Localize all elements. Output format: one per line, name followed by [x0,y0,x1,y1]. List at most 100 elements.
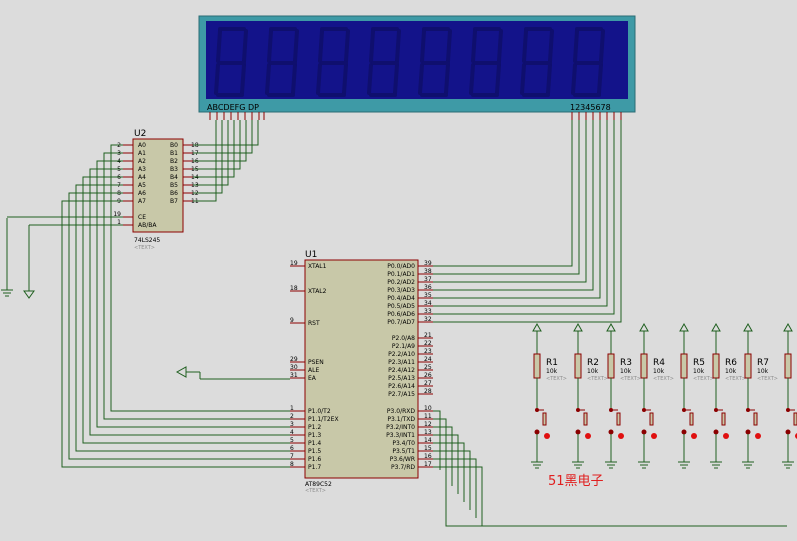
vcc-arrow-icon [711,322,721,332]
resistor-r4[interactable] [640,353,648,379]
u2-pin-name: AB/BA [138,222,157,229]
resistor-r8[interactable] [784,353,792,379]
resistor-value: 10k [620,368,632,375]
watermark: 51黑电子 [548,474,604,489]
vcc-arrow-icon [573,322,583,332]
vcc-arrow-icon [743,322,753,332]
vcc-arrow-icon [783,322,793,332]
resistor-text: <TEXT> [546,376,567,382]
u1-pin-num: 31 [290,372,298,379]
u2-pin-name: B4 [170,174,178,181]
seven-segment-display[interactable]: ABCDEFG DP 12345678 [198,15,636,120]
u1-pin-num: 7 [290,453,294,460]
u1-pin-name: P0.4/AD4 [387,295,415,302]
push-button-2[interactable] [575,408,592,439]
u1-part: AT89C52 [305,481,332,488]
vcc-arrow-icon [679,322,689,332]
resistor-r1[interactable] [533,353,541,379]
u2-text: <TEXT> [134,245,155,251]
ea-arrow-icon [175,366,290,380]
u1-pin-name: P2.6/A14 [388,383,415,390]
digit-6 [469,27,503,97]
u1-pin-name: P3.6/WR [390,456,415,463]
push-button-6[interactable] [713,408,730,439]
u1-pin-num: 11 [424,413,432,420]
ground-symbol [1,218,13,297]
u1-pin-name: P0.5/AD5 [387,303,415,310]
u1-pin-num: 13 [424,429,432,436]
resistor-text: <TEXT> [757,376,778,382]
u1-pin-name: EA [308,375,317,382]
push-button-1[interactable] [534,408,551,439]
u1-pin-name: XTAL1 [308,263,327,270]
resistor-r7[interactable] [744,353,752,379]
vcc-arrow-icon [606,322,616,332]
u1-pin-num: 25 [424,364,432,371]
push-button-4[interactable] [641,408,658,439]
u2-pin-name: CE [138,214,146,221]
resistor-value: 10k [546,368,558,375]
push-button-7[interactable] [745,408,762,439]
digit-5 [418,27,452,97]
u1-pin-name: PSEN [308,359,324,366]
resistor-value: 10k [587,368,599,375]
u1-pin-num: 19 [290,260,298,267]
power-arrow-icon [23,225,35,299]
resistor-text: <TEXT> [620,376,641,382]
resistor-r3[interactable] [607,353,615,379]
u2-pin-num: 19 [113,211,121,218]
u1-pin-name: P0.0/AD0 [387,263,415,270]
u1-pin-name: P3.1/TXD [387,416,415,423]
resistor-ref: R5 [693,358,705,368]
push-button-3[interactable] [608,408,625,439]
display-pins [209,112,622,120]
u2-pin-name: A7 [138,198,146,205]
u1-pin-num: 3 [290,421,294,428]
display-panel [206,21,628,99]
u1-pin-name: P1.5 [308,448,321,455]
u1-pin-num: 9 [290,317,294,324]
push-button-5[interactable] [681,408,698,439]
u2-pin-name: B0 [170,142,178,149]
u1-pin-num: 14 [424,437,432,444]
resistor-r5[interactable] [680,353,688,379]
u1-pin-num: 6 [290,445,294,452]
resistor-ref: R2 [587,358,599,368]
u1-pin-name: P3.7/RD [391,464,415,471]
u1-pin-name: P3.0/RXD [387,408,415,415]
u1-pin-num: 4 [290,429,294,436]
u1-pin-num: 1 [290,405,294,412]
resistor-r2[interactable] [574,353,582,379]
u2-pin-name: A2 [138,158,146,165]
u2-pin-name: B3 [170,166,178,173]
u1-pin-name: P0.1/AD1 [387,271,415,278]
u1-pin-name: P2.5/A13 [388,375,415,382]
u1-pin-name: RST [308,320,320,327]
key-cell-8: R810k<TEXT> [782,322,797,469]
u1-pin-name: P1.0/T2 [308,408,331,415]
vcc-arrow-icon [639,322,649,332]
resistor-value: 10k [693,368,705,375]
wires [7,120,787,527]
u1-pin-name: P2.3/A11 [388,359,415,366]
u1-pin-num: 5 [290,437,294,444]
u1-pin-name: P3.3/INT1 [386,432,415,439]
push-button-8[interactable] [785,408,797,439]
resistor-r6[interactable] [712,353,720,379]
resistor-ref: R7 [757,358,769,368]
u1-pin-num: 32 [424,316,432,323]
u1-pin-num: 18 [290,285,298,292]
u2-part: 74LS245 [134,237,160,244]
u1-pin-num: 39 [424,260,432,267]
u2-pin-name: B5 [170,182,178,189]
u1-pin-name: P1.7 [308,464,321,471]
u1-pin-name: P2.0/A8 [392,335,415,342]
